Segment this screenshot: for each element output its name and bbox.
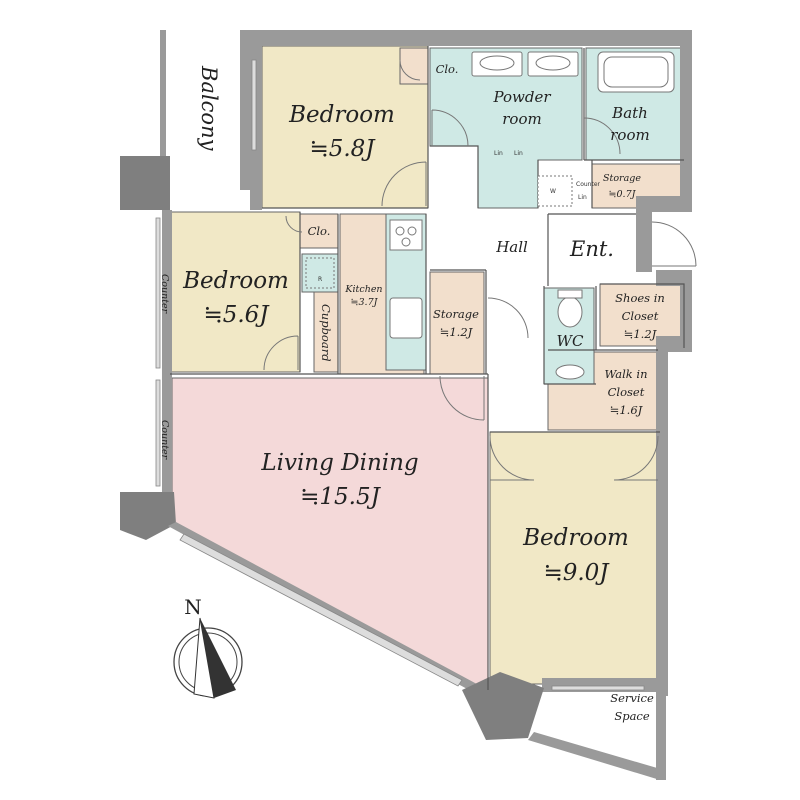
lin-label-1: Lin — [494, 150, 503, 157]
shoes-closet-line1: Shoes in — [615, 291, 665, 305]
walk-in-line1: Walk in — [604, 367, 647, 381]
storage-small-size: ≒0.7J — [609, 189, 637, 200]
counter-label-2: Counter — [159, 420, 170, 461]
living-dining-name: Living Dining — [260, 450, 418, 476]
compass-needle — [200, 618, 236, 698]
balcony-label: Balcony — [197, 65, 221, 152]
shoes-closet-area — [599, 283, 685, 347]
walk-in-line2: Closet — [608, 385, 645, 399]
bedroom-main-area — [489, 431, 661, 685]
compass: N — [173, 595, 243, 699]
lin-label-2: Lin — [514, 150, 523, 157]
closet-top-area — [399, 47, 429, 85]
storage-hall-name: Storage — [433, 307, 479, 321]
counter-small-label: Counter — [576, 181, 601, 188]
service-space-line2: Space — [614, 709, 650, 723]
shoes-closet-line2: Closet — [622, 309, 659, 323]
storage-small-name: Storage — [603, 173, 641, 184]
wc-label: WC — [557, 332, 584, 350]
cupboard-label: Cupboard — [319, 304, 333, 362]
service-space-line1: Service — [610, 691, 654, 705]
windows — [155, 59, 645, 691]
closet-left-label: Clo. — [308, 224, 331, 238]
doors — [263, 59, 697, 481]
closet-top-label: Clo. — [436, 62, 459, 76]
bath-room-line2: room — [610, 126, 649, 144]
kitchen-name: Kitchen — [344, 284, 382, 295]
lin-small-label: Lin — [578, 194, 587, 201]
storage-hall-size: ≒1.2J — [440, 325, 474, 339]
interior-lines — [170, 46, 685, 690]
fixtures — [305, 51, 675, 380]
counter-label-1: Counter — [159, 274, 170, 315]
hall-label: Hall — [495, 238, 528, 256]
bath-room-line1: Bath — [611, 104, 648, 122]
bedroom-top-name: Bedroom — [288, 102, 395, 128]
bedroom-top-size: ≒5.8J — [309, 136, 376, 162]
entrance-label: Ent. — [569, 237, 614, 261]
bedroom-left-size: ≒5.6J — [203, 302, 270, 328]
bedroom-main-name: Bedroom — [522, 525, 629, 551]
storage-hall-area — [429, 271, 485, 375]
labels: Bedroom ≒5.8J Bedroom ≒5.6J Bedroom ≒9.0… — [159, 62, 665, 723]
cupboard-area — [313, 291, 339, 373]
fridge-area — [301, 253, 339, 293]
shoes-closet-size: ≒1.2J — [624, 327, 658, 341]
kitchen-size: ≒3.7J — [351, 297, 379, 308]
living-dining-area — [171, 377, 489, 691]
powder-room-line1: Powder — [492, 88, 551, 106]
fridge-label: R — [318, 276, 322, 283]
walk-in-size: ≒1.6J — [610, 403, 644, 417]
compass-north-label: N — [184, 595, 202, 619]
bedroom-main-size: ≒9.0J — [543, 560, 610, 586]
bedroom-left-name: Bedroom — [182, 268, 289, 294]
living-dining-size: ≒15.5J — [300, 484, 381, 510]
powder-room-line2: room — [502, 110, 541, 128]
washer-label: W — [550, 188, 556, 195]
